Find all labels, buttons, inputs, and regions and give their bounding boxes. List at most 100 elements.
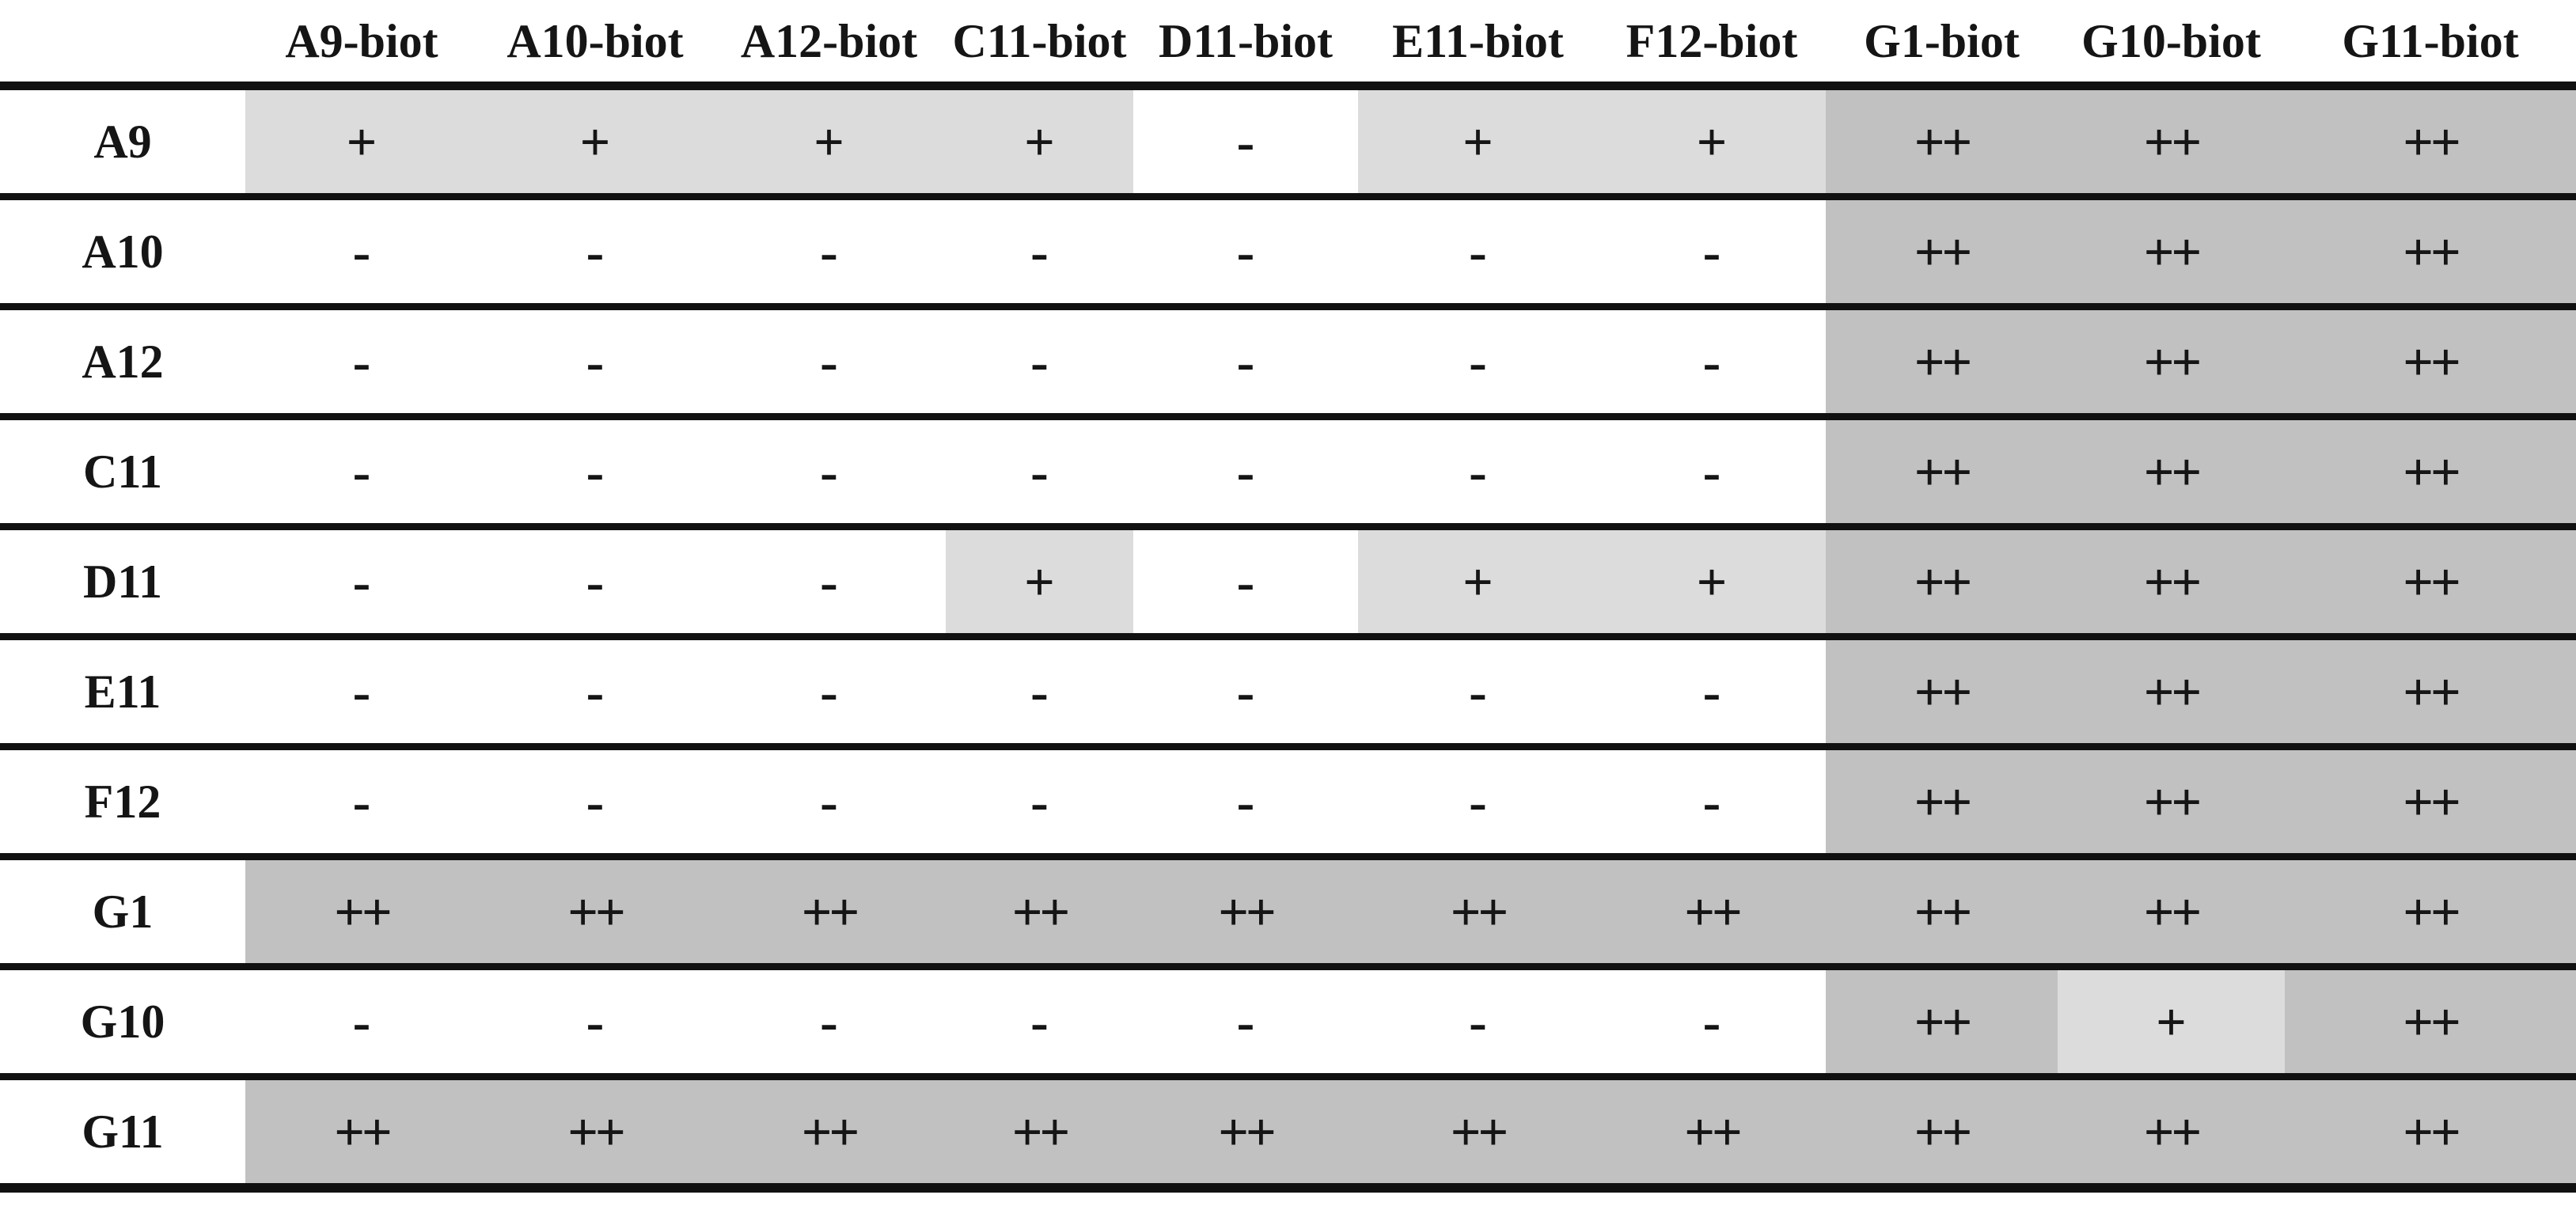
table-cell: -: [1598, 640, 1826, 743]
row-header: D11: [0, 530, 245, 633]
table-cell: -: [1358, 640, 1598, 743]
column-header: C11-biot: [946, 0, 1133, 82]
table-cell: -: [1133, 310, 1358, 413]
column-header: G10-biot: [2058, 0, 2285, 82]
table-cell: -: [712, 310, 946, 413]
table-row: A10-------++++++: [0, 200, 2576, 310]
table-row: A12-------++++++: [0, 310, 2576, 420]
table-cell: -: [478, 970, 712, 1073]
table-cell: -: [946, 200, 1133, 303]
table-cell: ++: [2285, 420, 2576, 523]
table-cell: -: [712, 530, 946, 633]
table-cell: ++: [1826, 200, 2058, 303]
table-cell: ++: [2058, 750, 2285, 853]
column-header: G1-biot: [1826, 0, 2058, 82]
row-header: E11: [0, 640, 245, 743]
table-cell: -: [1358, 310, 1598, 413]
column-header: A10-biot: [478, 0, 712, 82]
row-header: A12: [0, 310, 245, 413]
table-cell: -: [712, 420, 946, 523]
row-header: G11: [0, 1080, 245, 1183]
table-cell: -: [245, 420, 478, 523]
table-cell: +: [946, 90, 1133, 193]
table-cell: -: [1133, 530, 1358, 633]
table-row: D11---+-++++++++: [0, 530, 2576, 640]
corner-cell: [0, 0, 245, 82]
table-cell: -: [1358, 750, 1598, 853]
table-cell: ++: [1826, 640, 2058, 743]
table-cell: ++: [1598, 1080, 1826, 1183]
table-cell: ++: [1826, 1080, 2058, 1183]
table-cell: -: [478, 750, 712, 853]
table-row: G1++++++++++++++++++++: [0, 860, 2576, 970]
row-header: A10: [0, 200, 245, 303]
table-cell: -: [1598, 310, 1826, 413]
table-cell: +: [2058, 970, 2285, 1073]
row-header: F12: [0, 750, 245, 853]
table-cell: -: [1358, 420, 1598, 523]
column-header: A9-biot: [245, 0, 478, 82]
table-cell: ++: [2058, 310, 2285, 413]
table-cell: ++: [1358, 860, 1598, 963]
table-cell: -: [712, 970, 946, 1073]
table-cell: +: [712, 90, 946, 193]
table-cell: ++: [2285, 1080, 2576, 1183]
table-cell: ++: [712, 1080, 946, 1183]
table-cell: ++: [2285, 640, 2576, 743]
column-header: E11-biot: [1358, 0, 1598, 82]
table-cell: ++: [1826, 860, 2058, 963]
table-cell: ++: [1826, 310, 2058, 413]
table-cell: -: [1133, 90, 1358, 193]
table-cell: -: [1598, 200, 1826, 303]
table-cell: -: [712, 200, 946, 303]
table-cell: -: [946, 970, 1133, 1073]
table-cell: +: [1598, 530, 1826, 633]
table-row: F12-------++++++: [0, 750, 2576, 860]
table-cell: ++: [1826, 970, 2058, 1073]
row-header: G10: [0, 970, 245, 1073]
table-cell: +: [245, 90, 478, 193]
table-cell: -: [1598, 970, 1826, 1073]
table-cell: -: [712, 640, 946, 743]
table-cell: -: [1133, 420, 1358, 523]
column-header: G11-biot: [2285, 0, 2576, 82]
table-cell: ++: [2285, 750, 2576, 853]
table-cell: -: [245, 310, 478, 413]
table-cell: -: [478, 420, 712, 523]
table-cell: -: [946, 420, 1133, 523]
table-cell: -: [1133, 970, 1358, 1073]
table-cell: ++: [1826, 90, 2058, 193]
table-cell: -: [1598, 420, 1826, 523]
table-row: G10-------+++++: [0, 970, 2576, 1080]
table-row: G11++++++++++++++++++++: [0, 1080, 2576, 1193]
column-header: A12-biot: [712, 0, 946, 82]
table-row: A9++++-++++++++: [0, 90, 2576, 200]
table-cell: ++: [2285, 530, 2576, 633]
table-cell: -: [478, 640, 712, 743]
table-cell: -: [1133, 200, 1358, 303]
table-cell: -: [478, 530, 712, 633]
table-cell: +: [946, 530, 1133, 633]
table-cell: ++: [2285, 860, 2576, 963]
column-header: D11-biot: [1133, 0, 1358, 82]
table-cell: ++: [2285, 90, 2576, 193]
table-cell: ++: [1826, 420, 2058, 523]
table-cell: -: [478, 200, 712, 303]
table-cell: -: [478, 310, 712, 413]
table-cell: ++: [2058, 420, 2285, 523]
table-cell: ++: [1133, 1080, 1358, 1183]
table-cell: ++: [1358, 1080, 1598, 1183]
table-cell: ++: [2058, 90, 2285, 193]
table-cell: -: [1358, 200, 1598, 303]
table-cell: ++: [2058, 1080, 2285, 1183]
table-cell: +: [1358, 530, 1598, 633]
row-header: A9: [0, 90, 245, 193]
table-cell: ++: [478, 1080, 712, 1183]
table-cell: -: [245, 640, 478, 743]
table-cell: ++: [1133, 860, 1358, 963]
table-cell: ++: [245, 1080, 478, 1183]
table-cell: -: [245, 970, 478, 1073]
